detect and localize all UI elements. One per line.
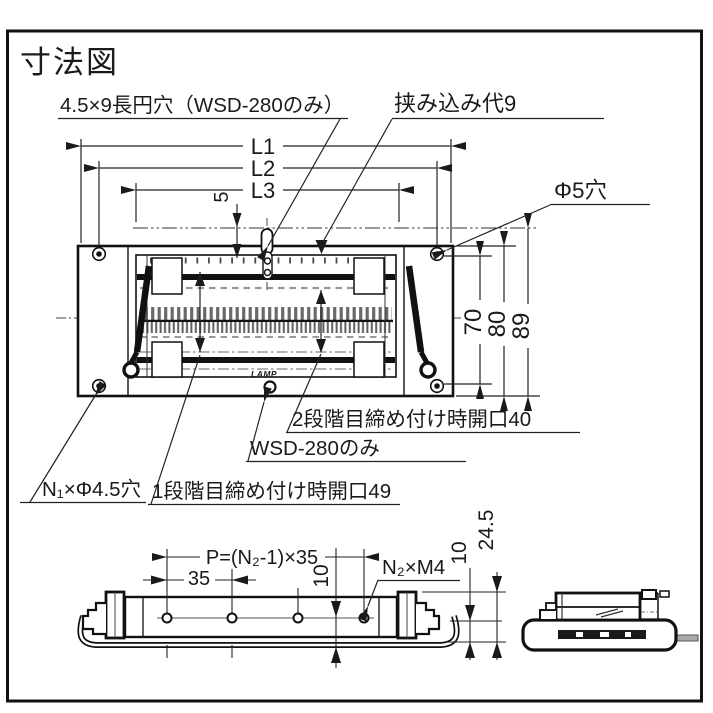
main-view-callouts: 4.5×9長円穴（WSD-280のみ） 挟み込み代9 Φ5穴 2段階目締め付け時… [20, 91, 650, 506]
clamp-lever-right [405, 265, 437, 379]
clamp-hook-right [416, 601, 441, 636]
wsd280-center-hole [263, 380, 277, 394]
dim-24-5: 24.5 [475, 510, 498, 551]
dim-10-mid: 10 [310, 564, 333, 587]
front-view-callouts: N₂×M4 [358, 556, 460, 622]
serration-lower [141, 322, 392, 333]
page-title: 寸法図 [20, 45, 119, 80]
serration-upper [141, 307, 392, 320]
front-view [77, 590, 460, 648]
dim-80: 80 [484, 311, 511, 338]
dim-70: 70 [460, 309, 487, 336]
dim-35: 35 [188, 568, 210, 590]
clamp-lever-left [122, 265, 153, 379]
main-view-dimensions [66, 134, 540, 411]
dim-10-right: 10 [448, 541, 471, 564]
label-stage2-opening: 2段階目締め付け時開口40 [292, 408, 531, 431]
dim-L1: L1 [251, 134, 275, 159]
label-phi5-hole: Φ5穴 [554, 178, 607, 203]
dim-89: 89 [508, 313, 535, 340]
dim-L3: L3 [251, 178, 275, 203]
label-stage1-opening: 1段階目締め付け時開口49 [152, 480, 391, 503]
label-n1-holes: N₁×Φ4.5穴 [42, 478, 141, 501]
side-view-pin [675, 634, 699, 642]
dim-offset-5: 5 [211, 191, 233, 202]
side-view [521, 589, 699, 652]
clamp-hook-left [81, 601, 106, 636]
lamp-logo: LAMP [251, 369, 277, 379]
dim-L2: L2 [251, 156, 275, 181]
label-n2-m4: N₂×M4 [382, 556, 445, 579]
dim-pitch: P=(N₂-1)×35 [206, 547, 318, 569]
label-oblong-hole: 4.5×9長円穴（WSD-280のみ） [60, 94, 344, 117]
main-view: LAMP [56, 218, 536, 398]
front-view-dimensions [143, 545, 506, 668]
label-wsd280-only: WSD-280のみ [250, 437, 380, 460]
label-clamp-allowance: 挟み込み代9 [394, 91, 516, 116]
